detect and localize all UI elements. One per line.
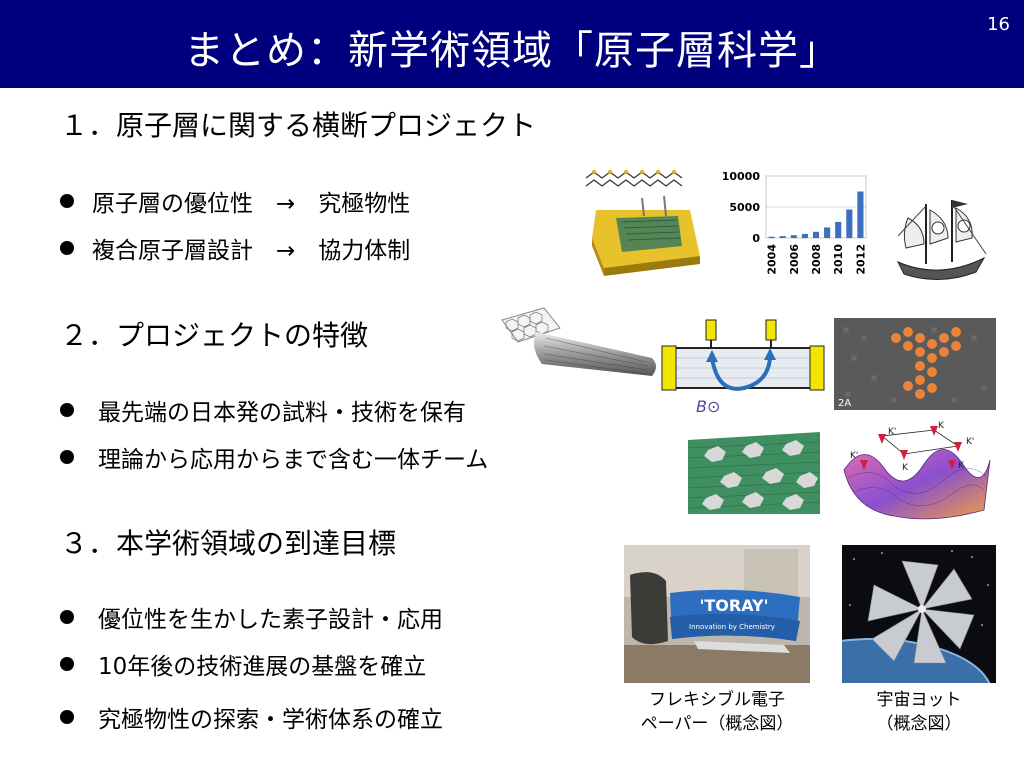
flexible-paper-photo: 'TORAY' Innovation by Chemistry (624, 545, 810, 683)
space-yacht-image (842, 545, 996, 683)
title-bar: まとめ：新学術領域「原子層科学」 16 (0, 0, 1024, 88)
bullet-text: 最先端の日本発の試料・技術を保有 (98, 400, 466, 426)
band-label: K' (888, 427, 896, 437)
bullet-text: 究極物性の探索・学術体系の確立 (98, 707, 443, 733)
device-schematic-image: B⊙ (661, 319, 825, 416)
band-label: K (958, 461, 965, 471)
caption-line: ペーパー（概念図） (640, 714, 794, 734)
bullet-item: 優位性を生かした素子設計・応用 (60, 600, 443, 634)
chart-bar (846, 209, 853, 238)
bullet-item: 究極物性の探索・学術体系の確立 (60, 700, 443, 734)
section-3-heading: ３．本学術領域の到達目標 (60, 527, 397, 560)
nanotube-image (501, 307, 656, 376)
band-label: K (938, 421, 945, 431)
bullet-text: 複合原子層設計 → 協力体制 (92, 238, 411, 264)
toray-sign-text: 'TORAY' (699, 596, 768, 615)
bullet-item: 10年後の技術進展の基盤を確立 (60, 647, 426, 681)
toray-subtitle: Innovation by Chemistry (689, 623, 775, 631)
chart-y-tick-label: 10000 (722, 170, 761, 183)
chart-bar (812, 231, 820, 238)
bullet-item: 最先端の日本発の試料・技術を保有 (60, 393, 466, 427)
chart-x-tick-label: 2008 (810, 244, 823, 275)
caption-line: フレキシブル電子 (649, 690, 785, 710)
chart-x-tick-label: 2010 (832, 244, 845, 275)
caption-flexible-paper: フレキシブル電子 ペーパー（概念図） (612, 688, 822, 736)
section-2-heading: ２．プロジェクトの特徴 (60, 319, 369, 352)
slide-title: まとめ：新学術領域「原子層科学」 (184, 28, 840, 74)
bullet-dot (60, 610, 74, 624)
bullet-item: 複合原子層設計 → 協力体制 (60, 231, 410, 265)
bullet-dot (60, 710, 74, 724)
chart-bar (801, 233, 808, 238)
bullet-dot (60, 241, 74, 255)
bullet-text: 原子層の優位性 → 究極物性 (92, 191, 411, 217)
bullet-dot (60, 450, 74, 464)
atomic-layer-device-image (585, 170, 700, 276)
magnetic-field-label: B⊙ (696, 397, 720, 416)
bullet-text: 優位性を生かした素子設計・応用 (98, 607, 443, 633)
chart-bar (835, 221, 842, 238)
chart-bar (824, 227, 831, 238)
perforated-graphene-image (688, 432, 820, 514)
bullet-item: 理論から応用からまで含む一体チーム (60, 440, 488, 474)
caption-line: （概念図） (876, 714, 962, 734)
stm-scale-label: 2A (838, 398, 851, 409)
sailing-ship-image (896, 200, 987, 281)
chart-x-tick-label: 2006 (788, 244, 801, 275)
caption-space-yacht: 宇宙ヨット （概念図） (842, 688, 996, 736)
bullet-dot (60, 657, 74, 671)
chart-x-tick-label: 2012 (854, 244, 867, 275)
band-structure-image: K' K K' K K' K (843, 421, 991, 520)
section-1-heading: １．原子層に関する横断プロジェクト (60, 109, 537, 142)
band-label: K' (966, 437, 974, 447)
band-label: K' (850, 451, 858, 461)
band-label: K (902, 463, 909, 473)
chart-bar (790, 235, 797, 238)
stm-molecule-image: 2A (834, 318, 996, 410)
chart-bar (857, 191, 864, 238)
bullet-text: 理論から応用からまで含む一体チーム (98, 447, 489, 473)
bullet-item: 原子層の優位性 → 究極物性 (60, 184, 410, 218)
chart-y-tick-label: 0 (752, 232, 760, 245)
bullet-dot (60, 194, 74, 208)
bullet-dot (60, 403, 74, 417)
chart-bar (779, 236, 786, 238)
caption-line: 宇宙ヨット (876, 690, 962, 710)
chart-bar (768, 236, 775, 238)
bullet-text: 10年後の技術進展の基盤を確立 (98, 654, 427, 680)
page-number: 16 (987, 14, 1010, 35)
publication-bar-chart: 10000 5000 0 2004 2006 2008 2010 2012 (722, 170, 868, 275)
chart-x-tick-label: 2004 (766, 244, 779, 275)
chart-y-tick-label: 5000 (729, 201, 760, 214)
